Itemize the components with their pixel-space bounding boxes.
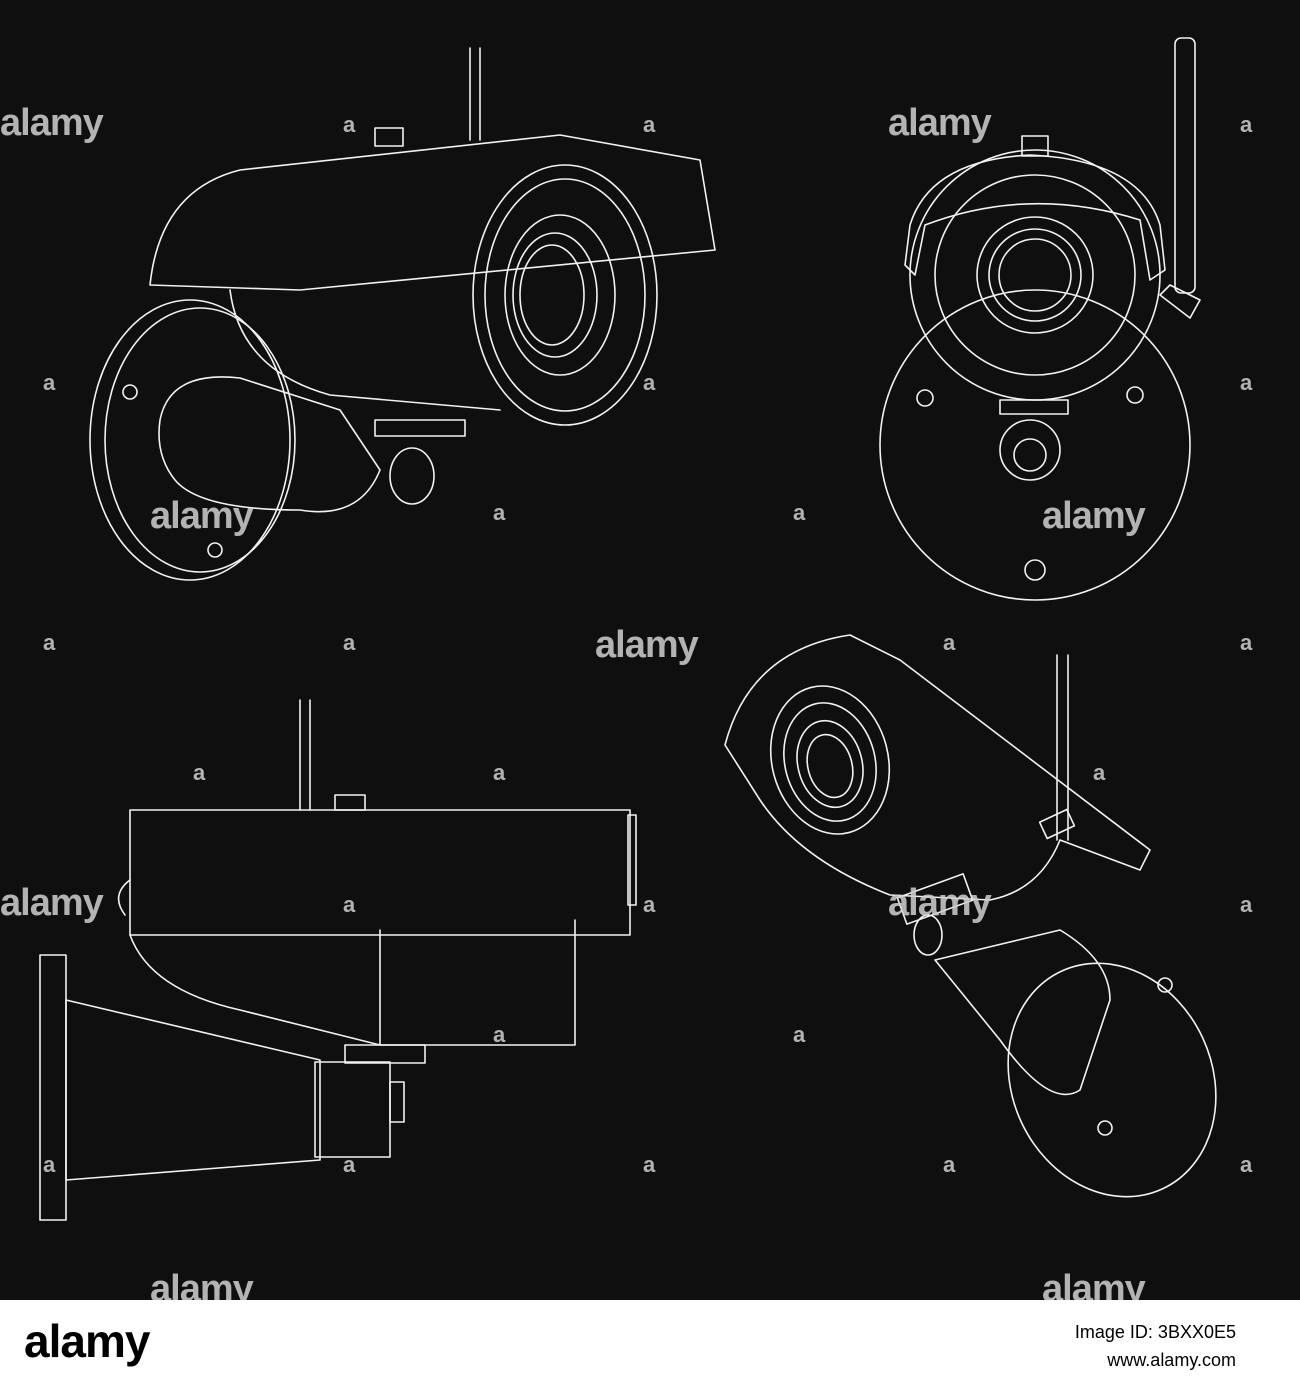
watermark-letter: a <box>493 1022 506 1047</box>
camera-view-perspective <box>724 634 1217 1198</box>
watermark-text: alamy <box>888 102 992 144</box>
watermark-text: alamy <box>0 882 104 924</box>
watermark-text: alamy <box>150 1268 254 1300</box>
watermark-text: alamy <box>888 882 992 924</box>
camera-view-side <box>39 699 637 1221</box>
watermark-letter: a <box>43 370 56 395</box>
watermark-letter: a <box>1240 370 1253 395</box>
camera-line-drawings <box>39 37 1217 1221</box>
watermark-letter: a <box>643 892 656 917</box>
watermark-letter: a <box>493 500 506 525</box>
watermark-letter: a <box>343 630 356 655</box>
watermark-text: alamy <box>0 102 104 144</box>
watermark-letter: a <box>793 1022 806 1047</box>
watermark-letter: a <box>1240 892 1253 917</box>
watermark-letter: a <box>943 1152 956 1177</box>
watermark-letter: a <box>793 500 806 525</box>
watermark-text: alamy <box>1042 495 1146 537</box>
camera-view-three-quarter <box>89 47 716 581</box>
watermark-letter: a <box>1093 760 1106 785</box>
footer-bar: alamy Image ID: 3BXX0E5 www.alamy.com <box>0 1300 1300 1390</box>
watermark-text: alamy <box>595 624 699 666</box>
footer-url-link[interactable]: www.alamy.com <box>1107 1350 1236 1370</box>
watermark-letter: a <box>343 112 356 137</box>
watermark-text: alamy <box>1042 1268 1146 1300</box>
watermark-letter: a <box>43 1152 56 1177</box>
camera-view-front <box>879 37 1201 601</box>
watermark-letter: a <box>943 630 956 655</box>
watermark-letter: a <box>493 760 506 785</box>
watermark-letter: a <box>643 1152 656 1177</box>
watermark-text: alamy <box>150 495 254 537</box>
watermark-letter: a <box>43 630 56 655</box>
watermark-letter: a <box>643 112 656 137</box>
watermark-letter: a <box>1240 630 1253 655</box>
watermark-letter: a <box>643 370 656 395</box>
watermark-letter: a <box>343 892 356 917</box>
watermark-letter: a <box>193 760 206 785</box>
watermark-letter: a <box>1240 112 1253 137</box>
watermark-letter: a <box>343 1152 356 1177</box>
drawing-canvas: alamy alamy alamy alamy alamy alamy alam… <box>0 0 1300 1300</box>
footer-logo: alamy <box>24 1315 150 1367</box>
image-id-text: Image ID: 3BXX0E5 <box>1074 1322 1236 1342</box>
watermark-letter: a <box>1240 1152 1253 1177</box>
